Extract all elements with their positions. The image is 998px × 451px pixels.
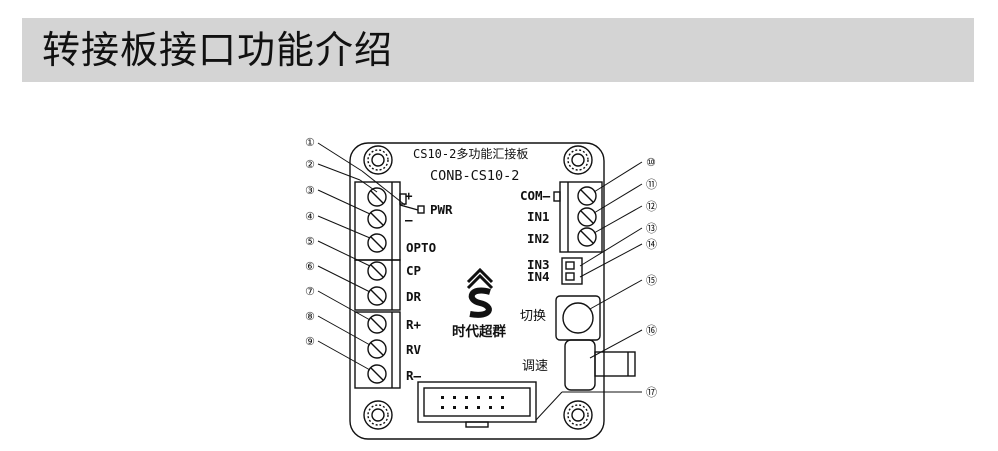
board-outline <box>349 142 605 440</box>
callout-leaders <box>317 142 643 421</box>
left-label-plus: + <box>405 188 413 203</box>
dip-label-in4: IN4 <box>527 269 550 284</box>
callout-16: ⑯ <box>646 324 657 337</box>
left-terminal-block-upper <box>354 181 407 261</box>
left-label-dr: DR <box>406 289 422 304</box>
callout-17: ⑰ <box>646 386 657 399</box>
bottom-connector <box>417 381 537 428</box>
logo-mark <box>466 267 494 290</box>
left-label-cp: CP <box>406 263 421 278</box>
left-terminal-block-middle <box>354 259 401 311</box>
callout-1: ① <box>305 136 315 149</box>
callout-14: ⑭ <box>646 238 657 251</box>
left-label-minus: – <box>405 212 413 227</box>
right-label-com-minus: COM– <box>520 188 551 203</box>
callout-7: ⑦ <box>305 285 315 298</box>
callout-2: ② <box>305 158 315 171</box>
callout-4: ④ <box>305 210 315 223</box>
board-title: CS10-2多功能汇接板 <box>413 146 528 161</box>
callout-3: ③ <box>305 184 315 197</box>
board-model: CONB-CS10-2 <box>430 168 519 184</box>
dip-label-in3: IN3 <box>527 257 550 272</box>
mounting-hole-bottom-right <box>563 400 593 430</box>
header-band: 转接板接口功能介绍 <box>22 18 974 82</box>
speed-label: 调速 <box>522 359 548 374</box>
speed-potentiometer <box>564 339 636 391</box>
right-terminal-block <box>553 181 603 253</box>
callout-8: ⑧ <box>305 310 315 323</box>
logo-s-shape <box>468 287 492 318</box>
connector-pins <box>441 396 504 409</box>
switch-label: 切换 <box>520 309 546 324</box>
mounting-hole-top-left <box>363 145 393 175</box>
left-label-r-plus: R+ <box>406 317 422 332</box>
callout-11: ⑪ <box>646 178 657 191</box>
pwr-led <box>399 204 425 214</box>
callout-5: ⑤ <box>305 235 315 248</box>
left-label-rv: RV <box>406 342 422 357</box>
switch-button <box>555 295 601 341</box>
callout-15: ⑮ <box>646 274 657 287</box>
mounting-hole-bottom-left <box>363 400 393 430</box>
callout-13: ⑬ <box>646 222 657 235</box>
right-label-in1: IN1 <box>527 209 550 224</box>
logo-text: 时代超群 <box>452 323 506 340</box>
callout-12: ⑫ <box>646 200 657 213</box>
callout-6: ⑥ <box>305 260 315 273</box>
page-title: 转接板接口功能介绍 <box>42 28 394 72</box>
left-label-r-minus: R– <box>406 368 422 383</box>
left-terminal-block-lower <box>354 311 401 389</box>
left-label-opto: OPTO <box>406 240 436 255</box>
callout-10: ⑩ <box>646 156 656 169</box>
right-label-in2: IN2 <box>527 231 550 246</box>
pwr-label: PWR <box>430 202 453 217</box>
mounting-hole-top-right <box>563 145 593 175</box>
callout-9: ⑨ <box>305 335 315 348</box>
dip-switch <box>561 257 583 285</box>
left-screws <box>367 187 387 384</box>
